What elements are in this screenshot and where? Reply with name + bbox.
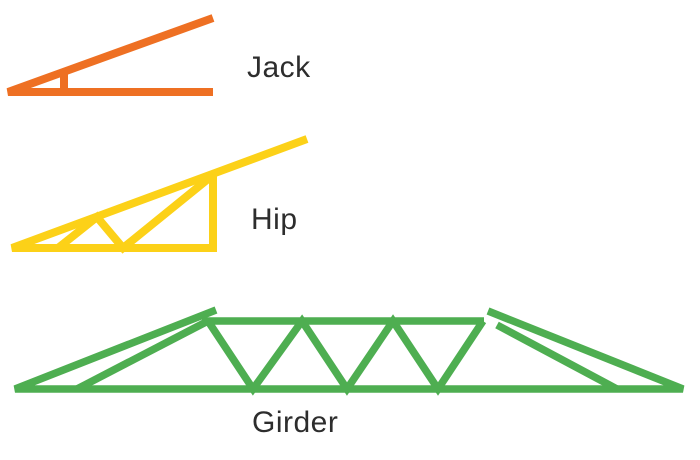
- hip-truss-label: Hip: [251, 203, 298, 236]
- girder-truss-label: Girder: [252, 406, 339, 439]
- girder-truss-shape: [13, 306, 685, 396]
- hip-truss-shape: [10, 135, 309, 254]
- jack-truss-shape: [6, 14, 215, 96]
- jack-truss-label: Jack: [247, 51, 311, 84]
